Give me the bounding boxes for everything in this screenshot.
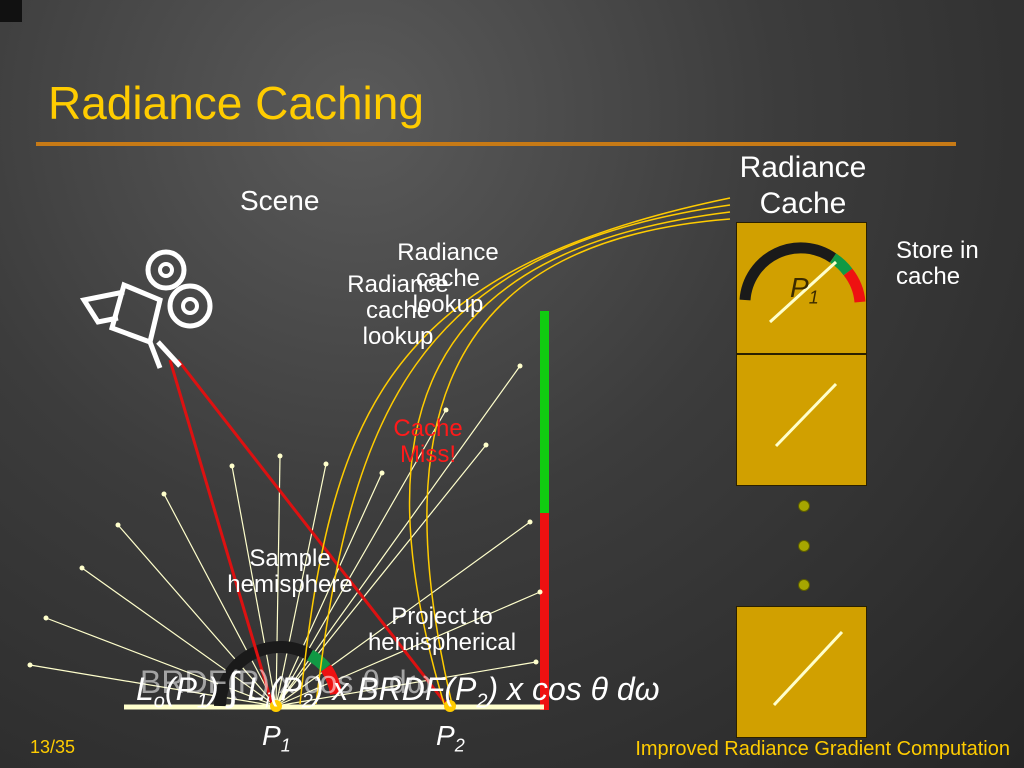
- formula-li-sub: i: [265, 690, 270, 713]
- sample-line2: hemisphere: [227, 570, 353, 598]
- cache-p1-base: P: [790, 272, 809, 303]
- formula-p2-close: ): [312, 671, 324, 707]
- lookup-a-line2: cache: [415, 264, 481, 292]
- formula-p2-sub: 2: [301, 690, 313, 713]
- p1-hemisphere: [214, 640, 342, 707]
- title-rule: [36, 142, 956, 146]
- formula-tail: ) x cos θ dω: [487, 671, 660, 707]
- lookup-b-line1: Radiance: [347, 271, 449, 298]
- ellipsis-dot-3: [798, 579, 810, 591]
- camera-icon: [79, 249, 213, 369]
- ellipsis-dot-2: [798, 540, 810, 552]
- formula-li: L: [247, 671, 266, 707]
- ellipsis-dot-1: [798, 500, 810, 512]
- cache-miss-label: Cache Miss!: [378, 416, 478, 468]
- cache-cell-1-hemisphere: [739, 242, 866, 303]
- radiance-cache-heading-line2: Cache: [759, 187, 847, 220]
- store-line2: cache: [896, 262, 961, 290]
- camera-ray-to-p1: [168, 359, 274, 705]
- project-line1: Project to: [391, 603, 493, 630]
- store-line1: Store in: [896, 237, 979, 264]
- project-label: Project to hemispherical: [352, 604, 532, 656]
- lookup-b-line3: lookup: [362, 322, 434, 350]
- p2-marker: [444, 700, 456, 712]
- scene-label: Scene: [240, 185, 320, 216]
- formula-p1-arg: (P: [164, 671, 197, 707]
- p2-label: P2: [436, 720, 465, 757]
- store-in-cache-label: Store in cache: [896, 238, 979, 290]
- cache-cell-3-ray: [772, 630, 844, 707]
- camera-ray-to-p2: [176, 359, 448, 705]
- slide-title: Radiance Caching: [48, 77, 424, 129]
- miss-line2: Miss!: [400, 440, 456, 468]
- formula-lo: L: [136, 671, 154, 707]
- corner-block: [0, 0, 22, 22]
- p1-label: P1: [262, 720, 291, 757]
- formula-p1-sub: 1: [196, 690, 209, 713]
- formula-lo-sub: o: [153, 690, 165, 713]
- p2-base: P: [436, 720, 455, 751]
- p1-base: P: [262, 720, 281, 751]
- formula-p1-close: ): [208, 671, 219, 707]
- sample-hemisphere-label: Sample hemisphere: [210, 546, 370, 598]
- lookup-b-line2: cache: [365, 296, 431, 324]
- formula-p2-arg: (P: [269, 671, 302, 707]
- radiance-cache-heading-line1: Radiance: [739, 151, 867, 184]
- bar-green: [540, 311, 549, 513]
- radiance-formula: Lo(P1) ∫ Li(P2) x BRDF(P2) x cos θ dω: [136, 665, 660, 713]
- formula-ghost: BRDF(P) x cos θ dω: [140, 664, 432, 700]
- lookup-arcs: [299, 197, 731, 705]
- page-number: 13/35: [30, 737, 76, 757]
- formula-rest: x BRDF(P: [323, 671, 477, 707]
- lookup-label-a: Radiance cache lookup: [388, 240, 508, 318]
- project-line2: hemispherical: [367, 628, 517, 656]
- cache-p1-label: P1: [790, 272, 819, 309]
- lookup-a-line3: lookup: [412, 290, 484, 318]
- p2-sub: 2: [454, 735, 465, 756]
- lookup-label-b: Radiance cache lookup: [340, 272, 456, 350]
- sample-line1: Sample: [249, 545, 331, 572]
- bar-red: [540, 513, 549, 710]
- integral-sign-1: ∫: [227, 665, 239, 709]
- cache-cell-1-ray: [768, 260, 838, 324]
- miss-line1: Cache: [393, 415, 463, 442]
- p1-sub: 1: [280, 735, 291, 756]
- ray-arrowheads: [27, 363, 543, 668]
- cache-p1-sub: 1: [808, 287, 819, 308]
- lookup-a-line1: Radiance: [397, 239, 499, 266]
- formula-rest-sub: 2: [476, 690, 488, 713]
- radiance-cache-heading: Radiance Cache: [732, 150, 874, 222]
- cache-cell-2-ray: [774, 382, 838, 448]
- cache-cell-3: [736, 606, 867, 738]
- p1-marker: [270, 700, 282, 712]
- footer-title: Improved Radiance Gradient Computation: [635, 738, 1010, 760]
